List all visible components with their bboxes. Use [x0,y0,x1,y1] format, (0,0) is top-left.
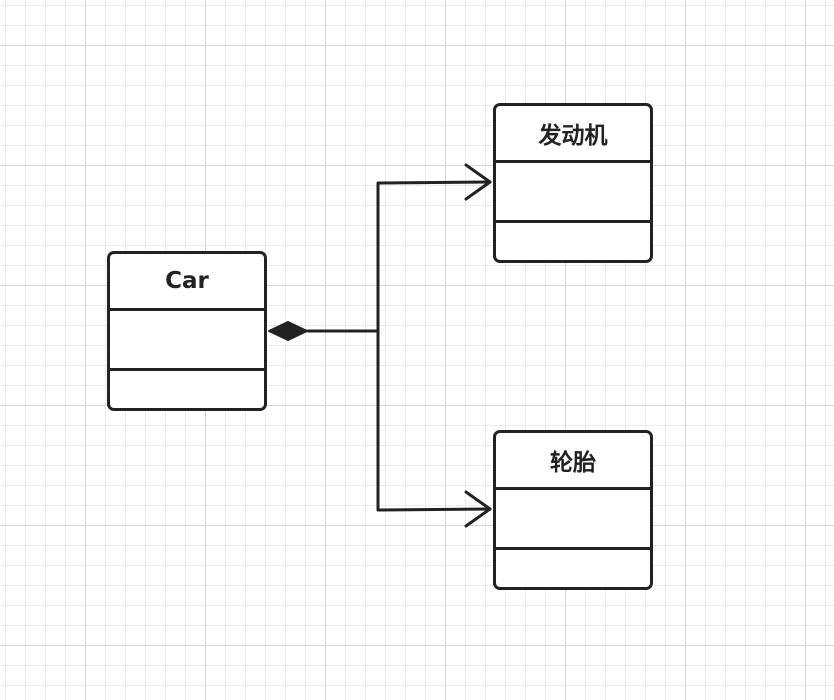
class-engine[interactable]: 发动机 [493,103,653,263]
methods-compartment [496,550,650,587]
arrowhead-engine [464,163,492,201]
class-name: 轮胎 [496,433,650,490]
class-name: Car [110,254,264,311]
class-car[interactable]: Car [107,251,267,411]
composition-diamond [268,321,308,341]
methods-compartment [110,371,264,408]
branch-line-tire [376,329,492,512]
attributes-compartment [496,490,650,550]
attributes-compartment [110,311,264,371]
class-name: 发动机 [496,106,650,163]
attributes-compartment [496,163,650,223]
branch-line-engine [376,180,492,333]
class-tire[interactable]: 轮胎 [493,430,653,590]
methods-compartment [496,223,650,260]
arrowhead-tire [464,490,492,528]
